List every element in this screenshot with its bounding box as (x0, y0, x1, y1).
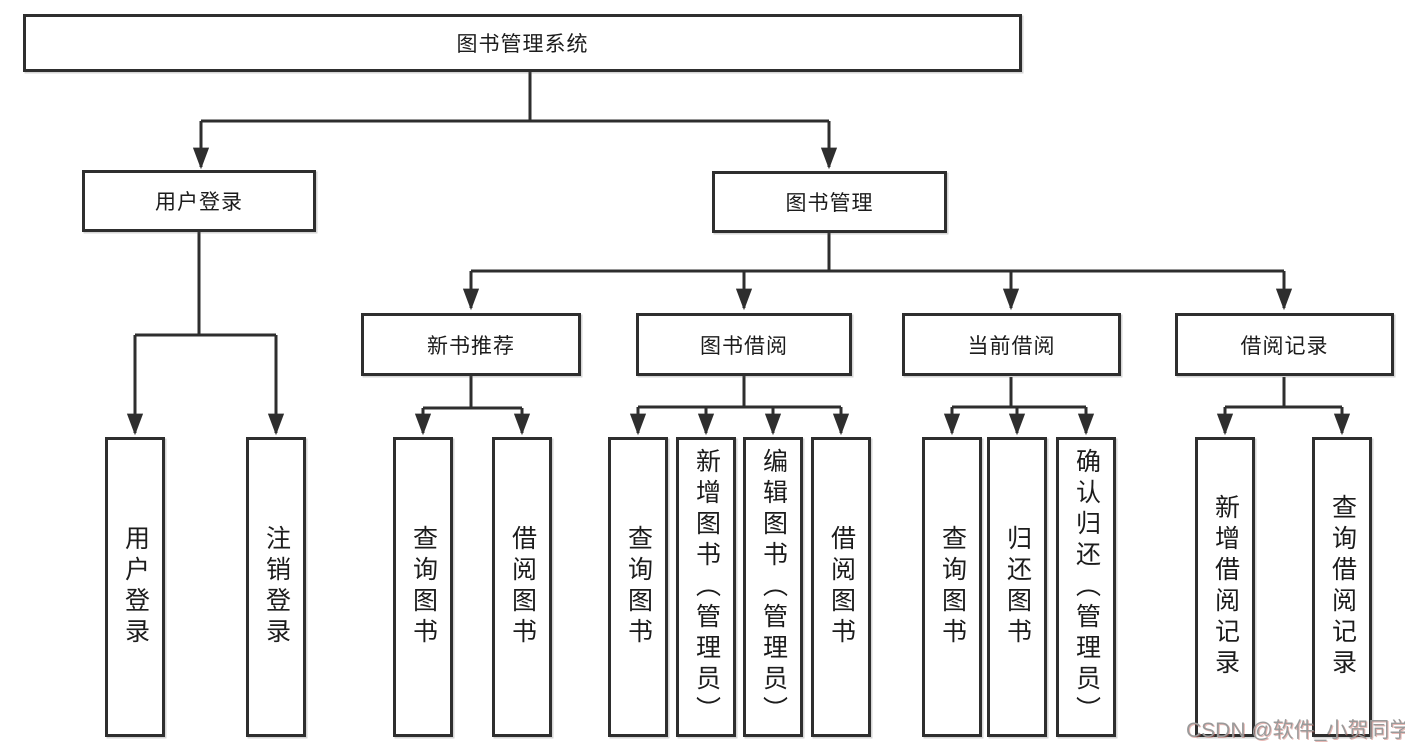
node-book-borrowing-label: 图书借阅 (700, 334, 788, 358)
node-user-login: 用户登录 (82, 170, 316, 232)
leaf-edit-book-admin: 编辑图书（管理员） (743, 437, 803, 737)
node-borrowing-records: 借阅记录 (1175, 313, 1394, 376)
leaf-query-books-recommend-label: 查询图书 (409, 525, 438, 649)
leaf-confirm-return-admin: 确认归还（管理员） (1056, 437, 1116, 737)
leaf-return-books: 归还图书 (987, 437, 1047, 737)
node-new-book-recommendation-label: 新书推荐 (427, 334, 515, 358)
leaf-query-books-current: 查询图书 (922, 437, 982, 737)
leaf-edit-book-admin-label: 编辑图书（管理员） (759, 447, 788, 727)
leaf-borrow-books-recommend: 借阅图书 (492, 437, 552, 737)
node-book-management: 图书管理 (712, 171, 947, 233)
leaf-add-book-admin: 新增图书（管理员） (676, 437, 736, 737)
leaf-query-books-borrowing-label: 查询图书 (624, 525, 653, 649)
leaf-query-borrow-record-label: 查询借阅记录 (1328, 494, 1357, 680)
leaf-query-books-current-label: 查询图书 (938, 525, 967, 649)
leaf-query-borrow-record: 查询借阅记录 (1312, 437, 1372, 737)
node-book-borrowing: 图书借阅 (636, 313, 852, 376)
leaf-add-borrow-record-label: 新增借阅记录 (1211, 494, 1240, 680)
node-user-login-label: 用户登录 (155, 191, 243, 214)
leaf-return-books-label: 归还图书 (1003, 525, 1032, 649)
leaf-user-login-label: 用户登录 (121, 525, 150, 649)
leaf-add-borrow-record: 新增借阅记录 (1195, 437, 1255, 737)
csdn-watermark: CSDN @软件_小贺同学 (1186, 719, 1405, 742)
leaf-logout: 注销登录 (246, 437, 306, 737)
leaf-add-book-admin-label: 新增图书（管理员） (692, 447, 721, 727)
leaf-borrow-books-borrowing-label: 借阅图书 (827, 525, 856, 649)
leaf-confirm-return-admin-label: 确认归还（管理员） (1072, 447, 1101, 727)
node-current-borrowing-label: 当前借阅 (967, 334, 1056, 358)
leaf-query-books-recommend: 查询图书 (393, 437, 453, 737)
node-book-management-label: 图书管理 (785, 192, 874, 215)
leaf-user-login: 用户登录 (105, 437, 165, 737)
leaf-borrow-books-borrowing: 借阅图书 (811, 437, 871, 737)
leaf-logout-label: 注销登录 (262, 525, 291, 649)
node-current-borrowing: 当前借阅 (902, 313, 1121, 376)
node-root: 图书管理系统 (23, 14, 1022, 72)
node-root-label: 图书管理系统 (456, 33, 589, 56)
leaf-query-books-borrowing: 查询图书 (608, 437, 668, 737)
node-new-book-recommendation: 新书推荐 (361, 313, 581, 376)
leaf-borrow-books-recommend-label: 借阅图书 (508, 525, 537, 649)
node-borrowing-records-label: 借阅记录 (1240, 334, 1329, 358)
